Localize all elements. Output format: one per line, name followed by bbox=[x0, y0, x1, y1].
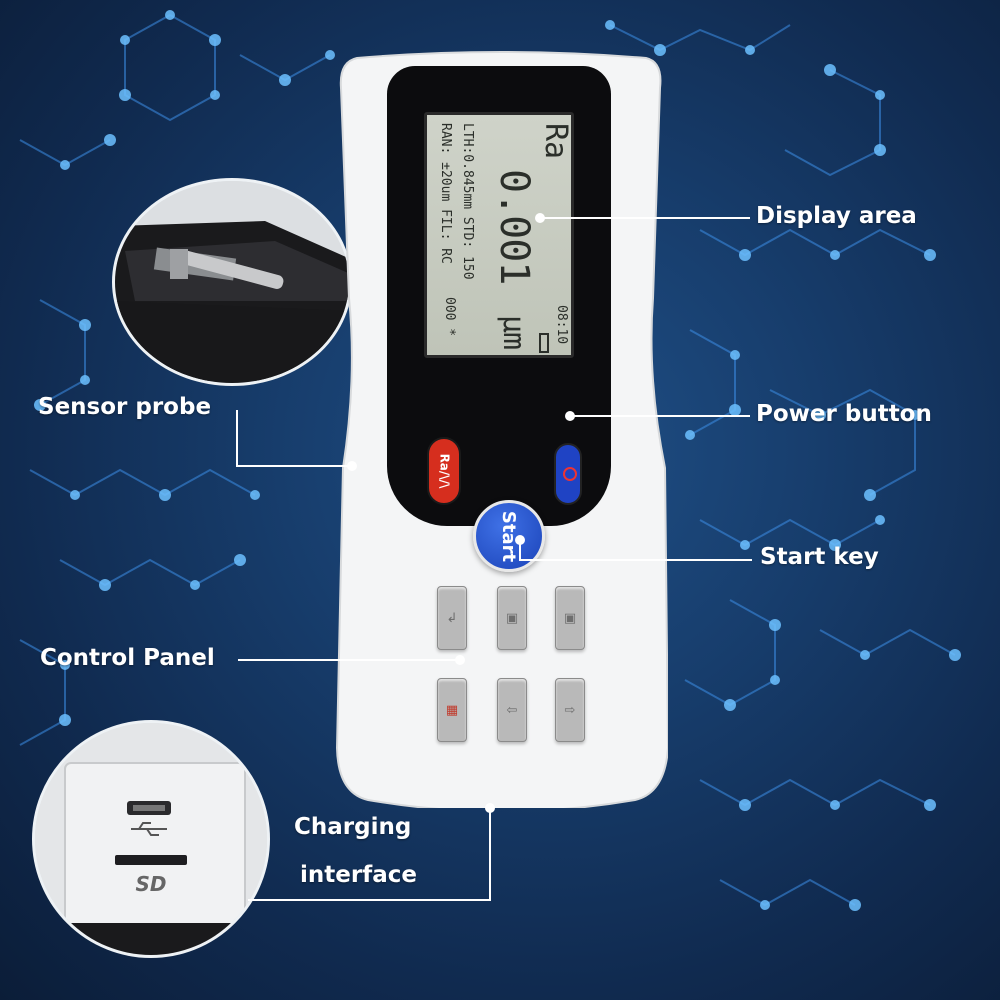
roughness-tester-device: 000 * LTH:0.845mm STD: 150 RAN: ±20um FI… bbox=[335, 48, 668, 808]
start-button-label: Start bbox=[498, 510, 520, 562]
sd-label: SD bbox=[135, 872, 166, 896]
lcd-parameter: Ra bbox=[538, 123, 573, 160]
label-charging-line2: interface bbox=[300, 862, 417, 888]
sensor-probe-closeup bbox=[112, 178, 352, 386]
arrow-right-icon: ⇨ bbox=[564, 702, 576, 718]
key-menu[interactable]: ▦ bbox=[437, 678, 467, 742]
label-start-key: Start key bbox=[760, 544, 879, 570]
save-icon: ▣ bbox=[505, 610, 519, 626]
charging-interface-closeup: SD bbox=[32, 720, 270, 958]
print-icon: ▣ bbox=[563, 610, 577, 626]
label-power-button: Power button bbox=[756, 401, 932, 427]
key-left[interactable]: ⇦ bbox=[497, 678, 527, 742]
key-print[interactable]: ▣ bbox=[555, 586, 585, 650]
lcd-unit: μm bbox=[496, 315, 531, 350]
lcd-ran-fil: RAN: ±20um FIL: RC bbox=[438, 123, 453, 264]
battery-icon bbox=[539, 333, 549, 353]
enter-icon: ↲ bbox=[446, 610, 458, 626]
lcd-lth-std: LTH:0.845mm STD: 150 bbox=[460, 123, 475, 280]
label-charging-line1: Charging bbox=[294, 814, 412, 840]
power-button[interactable] bbox=[554, 443, 582, 505]
label-control-panel: Control Panel bbox=[40, 645, 215, 671]
label-sensor-probe: Sensor probe bbox=[38, 394, 212, 420]
start-button[interactable]: Start bbox=[473, 500, 545, 572]
ra-button-label: Ra/\/\ bbox=[437, 453, 451, 489]
key-right[interactable]: ⇨ bbox=[555, 678, 585, 742]
ra-button[interactable]: Ra/\/\ bbox=[427, 437, 461, 505]
lcd-screen: 000 * LTH:0.845mm STD: 150 RAN: ±20um FI… bbox=[424, 112, 574, 358]
label-display-area: Display area bbox=[756, 203, 917, 229]
menu-icon: ▦ bbox=[445, 702, 459, 718]
key-save[interactable]: ▣ bbox=[497, 586, 527, 650]
arrow-left-icon: ⇦ bbox=[506, 702, 518, 718]
lcd-status: 000 * bbox=[442, 297, 457, 337]
lcd-time: 08:10 bbox=[554, 305, 569, 345]
key-enter[interactable]: ↲ bbox=[437, 586, 467, 650]
lcd-value: 0.001 bbox=[491, 169, 537, 285]
